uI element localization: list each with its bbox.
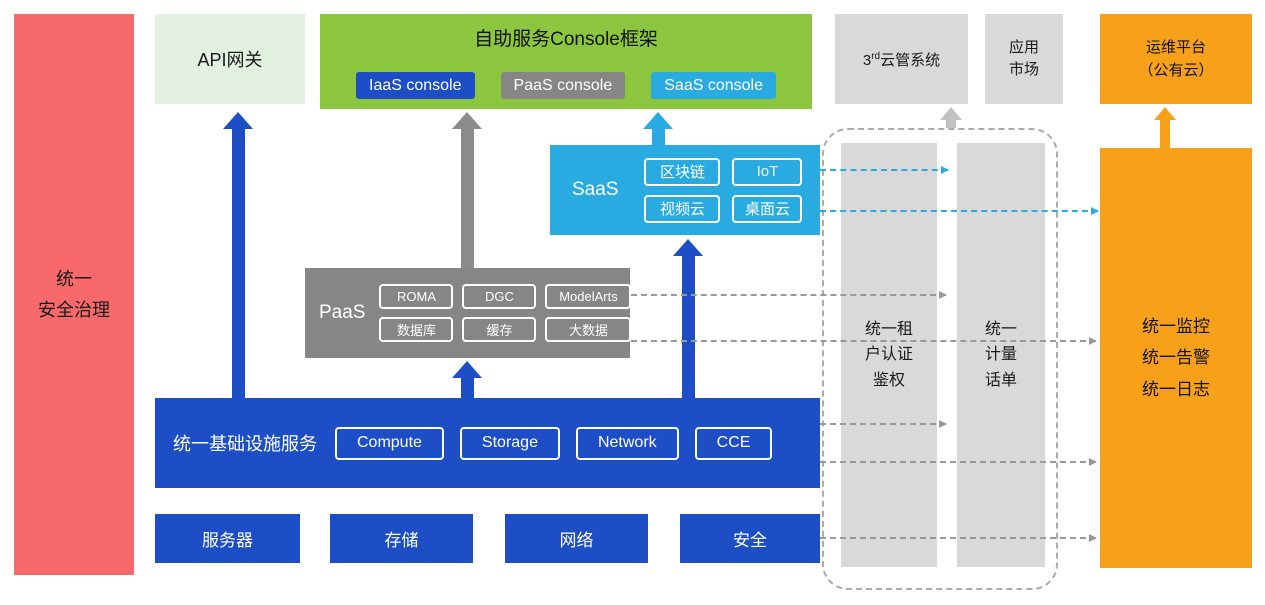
tenant-auth-bar: 统一租 户认证 鉴权 bbox=[841, 143, 937, 567]
third-party-cloud-box: 3rd云管系统 bbox=[835, 14, 968, 104]
paas-chips: ROMA DGC ModelArts 数据库 缓存 大数据 bbox=[379, 284, 632, 342]
security-governance-label: 统一 安全治理 bbox=[38, 268, 110, 320]
app-market-label: 应用 市场 bbox=[1008, 38, 1039, 79]
arrow-iaas-to-api-gateway bbox=[223, 112, 253, 398]
saas-console-button: SaaS console bbox=[651, 72, 776, 99]
hardware-box-server: 服务器 bbox=[155, 514, 300, 563]
api-gateway-box: API网关 bbox=[155, 14, 305, 104]
shared-services-dashed-container bbox=[822, 128, 1058, 590]
tenant-auth-label: 统一租 户认证 鉴权 bbox=[864, 320, 913, 389]
saas-chip-blockchain: 区块链 bbox=[644, 157, 721, 186]
iaas-console-button: IaaS console bbox=[356, 72, 475, 99]
app-market-box: 应用 市场 bbox=[985, 14, 1063, 104]
hardware-security-label: 安全 bbox=[733, 531, 767, 550]
dashed-link-iaas-to-metering bbox=[820, 420, 947, 428]
iaas-chip-compute: Compute bbox=[335, 426, 444, 460]
iaas-chips: Compute Storage Network CCE bbox=[335, 426, 773, 460]
arrow-to-third-party-cloud bbox=[936, 107, 966, 128]
paas-chip-roma: ROMA bbox=[379, 284, 454, 309]
api-gateway-label: API网关 bbox=[197, 50, 263, 70]
metering-bar: 统一 计量 话单 bbox=[957, 143, 1045, 567]
console-frame-box: 自助服务Console框架 IaaS console PaaS console … bbox=[320, 14, 812, 109]
paas-chip-cache: 缓存 bbox=[462, 317, 537, 342]
dashed-link-iaas-to-monitoring bbox=[820, 458, 1097, 466]
monitoring-label: 统一监控 统一告警 统一日志 bbox=[1142, 316, 1210, 399]
om-platform-box: 运维平台 （公有云） bbox=[1100, 14, 1252, 104]
hardware-box-security: 安全 bbox=[680, 514, 820, 563]
dashed-link-paas-to-metering bbox=[631, 291, 947, 299]
hardware-box-network: 网络 bbox=[505, 514, 648, 563]
saas-label: SaaS bbox=[572, 179, 619, 200]
metering-label: 统一 计量 话单 bbox=[984, 320, 1017, 389]
arrow-to-om-platform bbox=[1150, 107, 1180, 148]
arrow-saas-to-console bbox=[643, 112, 673, 145]
arrow-iaas-to-paas bbox=[452, 361, 482, 398]
saas-chip-iot: IoT bbox=[732, 157, 803, 186]
iaas-chip-storage: Storage bbox=[459, 426, 560, 460]
dashed-link-paas-to-monitoring bbox=[631, 337, 1097, 345]
security-governance-bar: 统一 安全治理 bbox=[14, 14, 134, 575]
monitoring-bar: 统一监控 统一告警 统一日志 bbox=[1100, 148, 1252, 568]
dashed-link-hardware-to-monitoring bbox=[820, 534, 1097, 542]
dashed-link-saas-to-metering bbox=[820, 166, 949, 174]
saas-chips: 区块链 IoT 视频云 桌面云 bbox=[644, 157, 803, 223]
saas-chip-video-cloud: 视频云 bbox=[644, 194, 721, 223]
iaas-chip-cce: CCE bbox=[694, 426, 773, 460]
paas-box: PaaS ROMA DGC ModelArts 数据库 缓存 大数据 bbox=[305, 268, 632, 358]
hardware-network-label: 网络 bbox=[559, 531, 594, 550]
console-frame-title: 自助服务Console框架 bbox=[474, 29, 658, 50]
paas-console-button: PaaS console bbox=[500, 72, 626, 99]
arrow-iaas-to-saas bbox=[673, 239, 703, 398]
hardware-server-label: 服务器 bbox=[202, 531, 253, 550]
iaas-label: 统一基础设施服务 bbox=[173, 434, 317, 454]
arrow-paas-to-console bbox=[452, 112, 482, 268]
third-party-cloud-label: 3rd云管系统 bbox=[862, 50, 941, 69]
om-platform-label: 运维平台 （公有云） bbox=[1138, 38, 1214, 79]
iaas-box: 统一基础设施服务 Compute Storage Network CCE bbox=[155, 398, 820, 488]
paas-chip-bigdata: 大数据 bbox=[545, 317, 632, 342]
saas-chip-desktop-cloud: 桌面云 bbox=[732, 194, 803, 223]
paas-chip-database: 数据库 bbox=[379, 317, 454, 342]
paas-label: PaaS bbox=[319, 302, 366, 323]
hardware-box-storage: 存储 bbox=[330, 514, 473, 563]
saas-box: SaaS 区块链 IoT 视频云 桌面云 bbox=[550, 145, 820, 235]
dashed-link-saas-to-monitoring bbox=[820, 207, 1099, 215]
paas-chip-dgc: DGC bbox=[462, 284, 537, 309]
paas-chip-modelarts: ModelArts bbox=[545, 284, 632, 309]
hardware-storage-label: 存储 bbox=[384, 531, 419, 550]
iaas-chip-network: Network bbox=[575, 426, 679, 460]
console-buttons-row: IaaS console PaaS console SaaS console bbox=[356, 72, 776, 99]
